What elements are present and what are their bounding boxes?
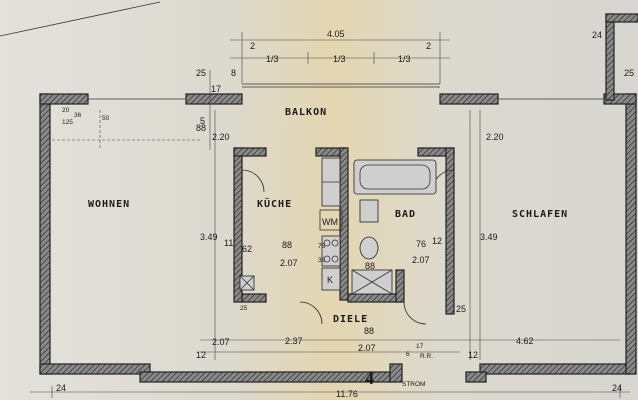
dim-small-20: 20 — [62, 107, 70, 114]
dim-small-50: 50 — [102, 115, 110, 122]
bath-fixtures — [351, 159, 437, 295]
toilet — [359, 236, 379, 260]
dimension-lines — [30, 32, 630, 398]
dim-top-8: 8 — [231, 68, 236, 78]
dim-bottom-24: 24 — [56, 383, 66, 393]
dim-top-right-25: 25 — [624, 68, 634, 78]
room-label-balkon: BALKON — [285, 107, 327, 118]
room-label-bad: BAD — [395, 209, 416, 220]
dim-top-17: 17 — [211, 84, 221, 94]
room-label-wohnen: WOHNEN — [88, 199, 130, 210]
wm-box — [319, 209, 343, 231]
dim-left-207: 2.07 — [212, 337, 230, 347]
kitchen-fixtures — [319, 157, 343, 291]
outer-walls — [39, 13, 638, 383]
scale-line — [0, 1, 161, 37]
dim-kitchen-349: 3.49 — [200, 232, 218, 242]
dim-small-6: 6 — [406, 351, 410, 358]
dim-kitchen-220: 2.20 — [212, 132, 230, 142]
fridge-box — [321, 267, 341, 291]
dim-kueche-11: 11 — [224, 238, 233, 248]
dim-right-220: 2.20 — [486, 132, 504, 142]
dim-top-small-left: 2 — [250, 41, 255, 51]
dim-right-462: 4.62 — [516, 336, 534, 346]
fixture-label-k: K — [327, 275, 333, 285]
dim-small-35: 35 — [318, 257, 326, 264]
balkon-railing — [88, 83, 604, 100]
inner-walls — [233, 147, 455, 315]
dim-kueche-207: 2.07 — [280, 258, 298, 268]
dim-diele-207: 2.07 — [358, 343, 376, 353]
bathtub — [353, 159, 437, 195]
dim-bad-88: 88 — [365, 261, 375, 271]
room-label-schlafen: SCHLAFEN — [512, 209, 568, 220]
room-label-kueche: KÜCHE — [257, 196, 292, 210]
room-label-diele: DIELE — [333, 314, 368, 325]
dim-bad-76: 76 — [416, 239, 426, 249]
dim-diele-88: 88 — [364, 326, 374, 336]
strom-label: STROM — [402, 381, 425, 388]
unit-number: 4 — [365, 368, 374, 388]
dim-top-25: 25 — [196, 68, 206, 78]
dim-bad-207: 2.07 — [412, 255, 430, 265]
fixture-label-wm: WM — [322, 217, 338, 227]
dim-left-88: 88 — [196, 123, 206, 133]
dim-bad-12: 12 — [432, 236, 442, 246]
dim-small-125: 125 — [62, 119, 73, 126]
dim-small-75: 75 — [318, 243, 326, 250]
dim-left-12: 12 — [196, 350, 206, 360]
dim-right-349: 3.49 — [480, 232, 498, 242]
dim-left-5: 5 — [200, 116, 205, 126]
dim-bottom-25: 25 — [456, 304, 466, 314]
dim-top-width: 4.05 — [327, 29, 345, 39]
dim-balkon-third-1: 1/3 — [266, 54, 279, 64]
dim-balkon-third-3: 1/3 — [398, 54, 411, 64]
dim-small-25b: 25 — [240, 305, 248, 312]
dim-balkon-third-2: 1/3 — [333, 54, 346, 64]
dim-bottom-12: 12 — [468, 350, 478, 360]
dim-diele-237: 2.37 — [285, 336, 303, 346]
dim-top-small-right: 2 — [426, 41, 431, 51]
dim-bottom-1176: 11.76 — [336, 389, 358, 399]
dim-top-right-24: 24 — [592, 30, 602, 40]
dim-small-36: 36 — [74, 112, 82, 119]
dim-bottom-24-right: 24 — [612, 383, 622, 393]
rr-label: R.R. — [420, 353, 433, 360]
dim-kueche-88: 88 — [282, 240, 292, 250]
dim-small-17: 17 — [416, 343, 424, 350]
dim-kueche-62: 62 — [242, 244, 252, 254]
